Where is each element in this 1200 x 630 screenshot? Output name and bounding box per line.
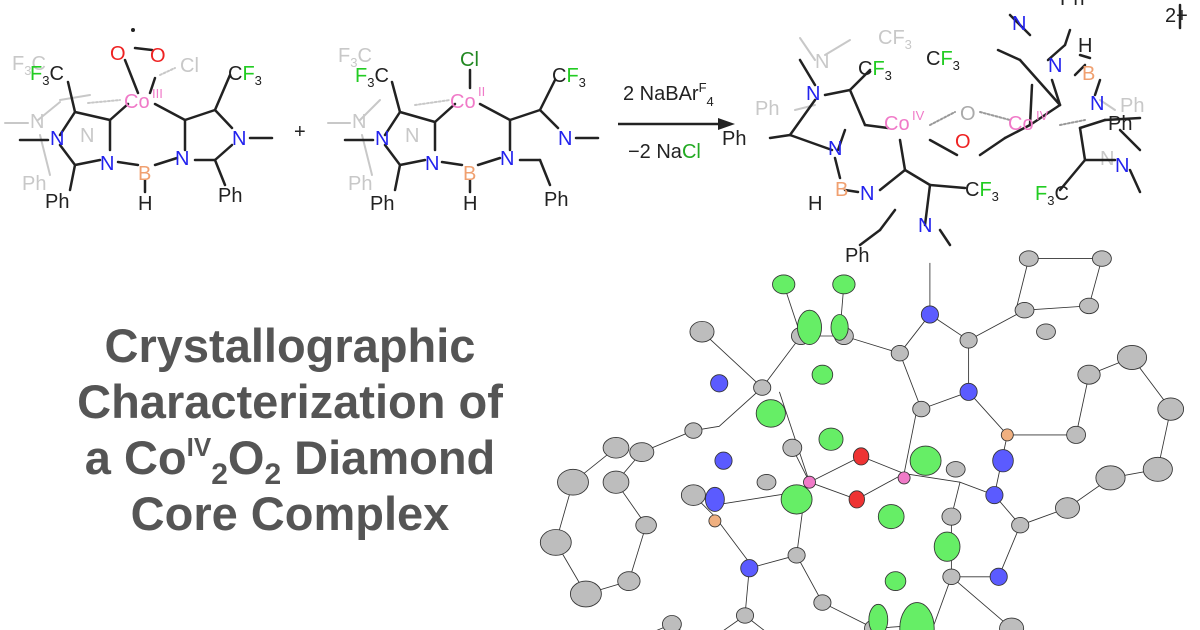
svg-text:Ph: Ph xyxy=(722,128,746,150)
reagent-label: 2 NaBArF4 xyxy=(623,80,714,109)
svg-text:N: N xyxy=(828,138,842,160)
svg-text:O: O xyxy=(110,43,126,65)
svg-text:CF3: CF3 xyxy=(878,27,912,52)
svg-text:Ph: Ph xyxy=(1108,113,1132,135)
title-line-3: a CoIV2O2 Diamond xyxy=(84,431,496,491)
svg-text:H: H xyxy=(1078,35,1092,57)
svg-text:CF3: CF3 xyxy=(965,179,999,204)
svg-text:N: N xyxy=(918,215,932,237)
svg-text:F3C: F3C xyxy=(338,45,372,70)
product-co-iv-dimer: CF3 N Ph Ph N xyxy=(722,0,1188,267)
svg-text:CF3: CF3 xyxy=(552,65,586,90)
plus-sign: + xyxy=(294,121,306,143)
svg-text:O: O xyxy=(955,131,971,153)
svg-text:N: N xyxy=(860,183,874,205)
svg-text:N: N xyxy=(175,148,189,170)
svg-text:N: N xyxy=(352,111,366,133)
svg-text:F3C: F3C xyxy=(1035,183,1069,208)
svg-text:F3C: F3C xyxy=(30,63,64,88)
svg-text:II: II xyxy=(478,84,485,99)
reaction-arrow: 2 NaBArF4 −2 NaCl xyxy=(618,80,735,163)
svg-text:Ph: Ph xyxy=(1120,95,1144,117)
svg-text:Co: Co xyxy=(884,113,910,135)
svg-text:N: N xyxy=(405,125,419,147)
byproduct-label: −2 NaCl xyxy=(628,141,701,163)
svg-text:B: B xyxy=(138,163,151,185)
svg-text:B: B xyxy=(1082,63,1095,85)
svg-text:Co: Co xyxy=(450,91,476,113)
svg-text:Ph: Ph xyxy=(45,191,69,213)
reactant-co-ii-chloride: N N Ph F3C Cl Co xyxy=(327,45,600,215)
svg-text:H: H xyxy=(808,193,822,215)
title-line-2: Characterization of xyxy=(77,375,503,428)
svg-text:Co: Co xyxy=(124,91,150,113)
title-line-1: Crystallographic xyxy=(104,319,476,372)
svg-text:B: B xyxy=(835,179,848,201)
svg-text:B: B xyxy=(463,163,476,185)
svg-text:N: N xyxy=(500,148,514,170)
svg-text:N: N xyxy=(1090,93,1104,115)
svg-text:O: O xyxy=(960,103,976,125)
svg-text:N: N xyxy=(1012,13,1026,35)
svg-text:N: N xyxy=(30,111,44,133)
svg-text:III: III xyxy=(152,86,163,101)
svg-text:F3C: F3C xyxy=(355,65,389,90)
title-line-4: Core Complex xyxy=(130,487,450,540)
svg-text:N: N xyxy=(1048,55,1062,77)
svg-text:H: H xyxy=(463,193,477,215)
charge-label: 2+ xyxy=(1165,5,1188,27)
svg-text:N: N xyxy=(1115,155,1129,177)
crystal-structure-ortep xyxy=(539,250,1185,630)
svg-text:O: O xyxy=(150,45,166,67)
svg-text:Co: Co xyxy=(1008,113,1034,135)
svg-text:IV: IV xyxy=(1036,108,1049,123)
svg-text:Ph: Ph xyxy=(544,189,568,211)
svg-text:N: N xyxy=(425,153,439,175)
svg-text:Ph: Ph xyxy=(845,245,869,267)
svg-text:CF3: CF3 xyxy=(926,48,960,73)
svg-text:N: N xyxy=(50,128,64,150)
svg-text:N: N xyxy=(100,153,114,175)
svg-text:Ph: Ph xyxy=(22,173,46,195)
svg-text:Ph: Ph xyxy=(1060,0,1084,10)
svg-text:N: N xyxy=(375,128,389,150)
svg-text:N: N xyxy=(232,128,246,150)
svg-text:Cl: Cl xyxy=(180,55,199,77)
svg-text:Ph: Ph xyxy=(348,173,372,195)
svg-text:H: H xyxy=(138,193,152,215)
figure-title: Crystallographic Characterization of a C… xyxy=(30,318,550,542)
svg-text:Ph: Ph xyxy=(218,185,242,207)
svg-text:CF3: CF3 xyxy=(228,63,262,88)
svg-text:N: N xyxy=(815,51,829,73)
svg-text:N: N xyxy=(558,128,572,150)
svg-text:Ph: Ph xyxy=(370,193,394,215)
svg-text:N: N xyxy=(80,125,94,147)
svg-text:Cl: Cl xyxy=(460,49,479,71)
svg-text:IV: IV xyxy=(912,108,925,123)
svg-text:Ph: Ph xyxy=(755,98,779,120)
svg-text:N: N xyxy=(806,83,820,105)
svg-text:CF3: CF3 xyxy=(858,58,892,83)
reactant-co-iii-superoxo: N N Ph F3C xyxy=(4,28,274,215)
